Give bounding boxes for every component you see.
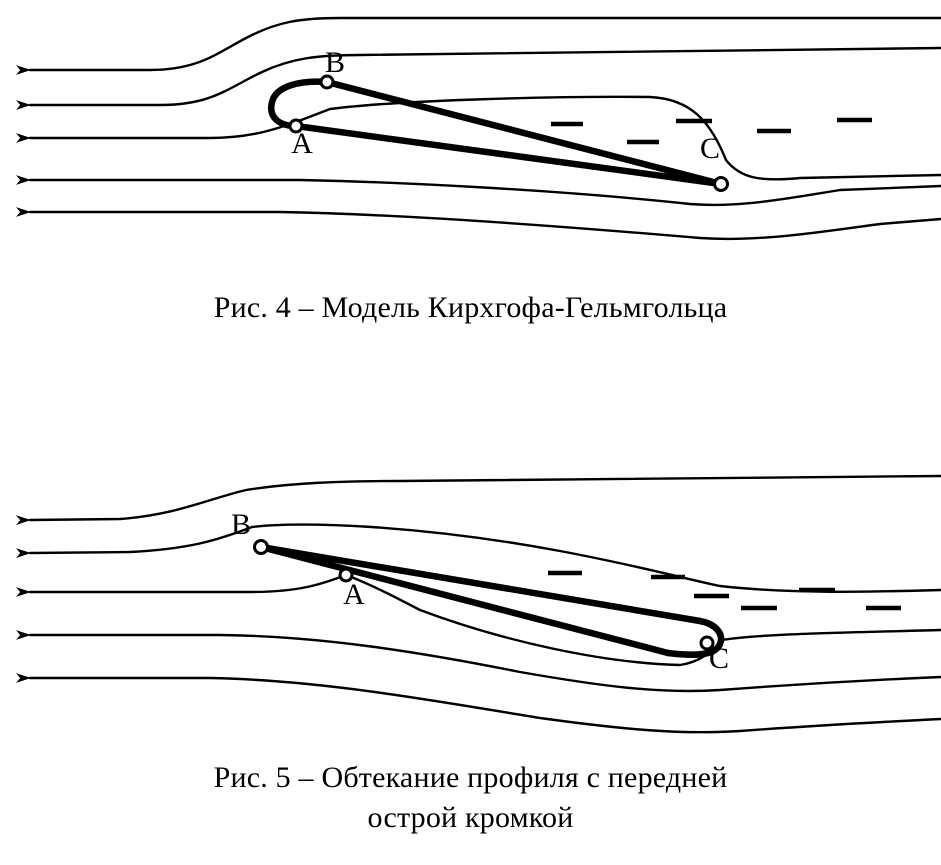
figure-1-point-labels: B A C	[291, 46, 720, 165]
airfoil-leading-edge-arc	[267, 78, 331, 130]
figure-1-streamlines	[16, 16, 941, 241]
point-label-A: A	[343, 578, 365, 611]
figure-2-diagram: B A C	[15, 474, 941, 734]
figure-1-caption: Рис. 4 – Модель Кирхгофа-Гельмгольца	[0, 288, 941, 328]
point-marker-C	[713, 176, 729, 192]
streamline-1	[16, 16, 941, 75]
point-label-C: C	[709, 642, 729, 675]
figure-2-airfoil	[257, 543, 725, 658]
point-label-B: B	[325, 46, 345, 79]
figure-1-wake-dashes	[551, 117, 872, 145]
airfoil-trailing-edge-arc	[664, 617, 725, 658]
point-label-A: A	[291, 127, 313, 160]
point-marker-A	[288, 118, 304, 134]
figure-1-caption-line-1: Рис. 4 – Модель Кирхгофа-Гельмгольца	[213, 291, 728, 324]
airfoil-upper-surface	[257, 543, 704, 625]
streamline-5	[16, 207, 941, 241]
streamline-2	[16, 46, 941, 110]
point-label-B: B	[231, 508, 251, 541]
streamline-4	[16, 630, 941, 693]
figure-1: B A C Рис. 4 – Модель Кирхгофа-Гельмголь…	[0, 0, 941, 345]
figure-2: B A C Рис. 5 – Обтекание профиля с перед…	[0, 440, 941, 865]
streamline-5	[16, 673, 941, 734]
figure-1-point-markers	[288, 74, 729, 192]
airfoil-lower-surface	[257, 543, 672, 657]
point-marker-B	[319, 74, 335, 90]
point-marker-A	[338, 567, 354, 583]
airfoil-upper-surface	[323, 78, 725, 188]
streamline-3	[16, 95, 941, 181]
streamline-2	[15, 523, 941, 593]
streamline-4	[16, 175, 941, 207]
point-marker-C	[699, 635, 715, 651]
figure-2-point-markers	[253, 539, 715, 651]
point-label-C: C	[700, 132, 720, 165]
point-marker-B	[253, 539, 269, 555]
figure-2-caption-line-1: Рис. 5 – Обтекание профиля с передней	[213, 761, 728, 794]
streamline-1	[15, 474, 941, 526]
figure-1-airfoil	[267, 78, 725, 188]
figure-2-caption: Рис. 5 – Обтекание профиля с передней ос…	[0, 758, 941, 838]
airfoil-lower-surface	[292, 122, 725, 188]
figure-1-diagram: B A C	[16, 16, 941, 241]
figure-2-wake-dashes	[548, 570, 901, 611]
figure-2-caption-line-2: острой кромкой	[367, 801, 574, 834]
figure-2-point-labels: B A C	[231, 508, 729, 675]
